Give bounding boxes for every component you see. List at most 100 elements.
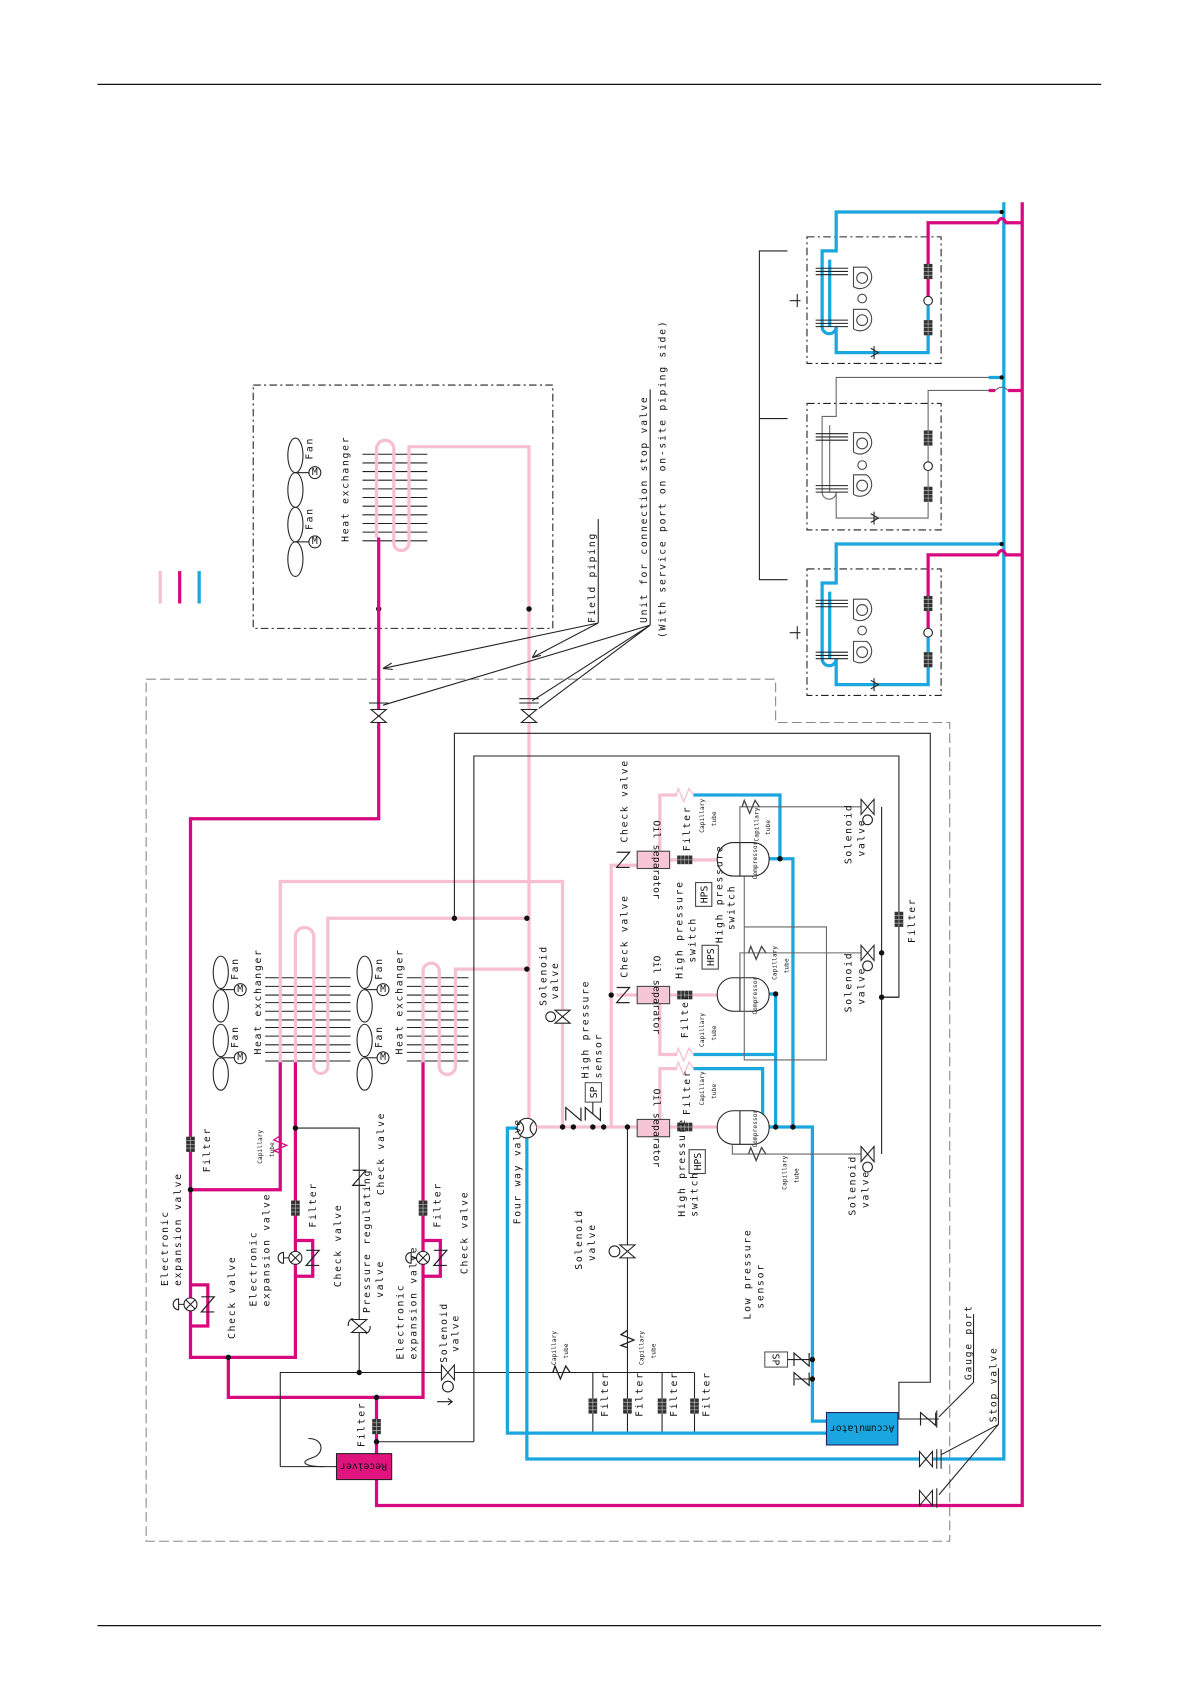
expansion-valve-icon[interactable]	[923, 295, 933, 306]
pipe-magenta	[926, 216, 1022, 299]
filter-icon	[689, 1398, 700, 1414]
capillary-tube-label: Capillary	[257, 1129, 264, 1163]
low-pressure-sensor-label: SP	[769, 1354, 780, 1366]
capillary-tube-label: Capillary	[699, 798, 706, 832]
compressor-label: Compressor	[752, 1109, 759, 1147]
compressor	[716, 842, 770, 877]
solenoid-valve-icon[interactable]	[860, 798, 875, 815]
capillary-tube-label: Capillary	[699, 1013, 706, 1047]
high-pressure-switch	[695, 882, 713, 907]
fan-icon: M	[212, 955, 247, 1023]
fan-icon: M	[356, 955, 390, 1023]
solenoid-valve-icon[interactable]	[619, 1244, 636, 1259]
capillary-tube-label: Capillary	[639, 1331, 646, 1365]
capillary-tube-label: Capillary	[551, 1331, 558, 1365]
pipe-magenta	[926, 548, 1022, 631]
filter-icon	[923, 430, 933, 446]
solenoid-valve-label: valve	[856, 967, 867, 1005]
check-valve-label: Check valve	[333, 1204, 344, 1287]
filter-icon	[923, 319, 933, 336]
low-pressure-sensor-label: sensor	[756, 1263, 767, 1309]
solenoid-valve-label: Solenoid	[843, 804, 854, 865]
low-pressure-sensor-label: Low pressure	[743, 1229, 754, 1320]
compressor	[716, 977, 770, 1012]
electronic-expansion-valve-icon[interactable]	[172, 1297, 198, 1312]
oil-separator-label: Oil separator	[650, 956, 661, 1035]
pipe-cyan	[820, 542, 1002, 687]
filter-label: Filter	[202, 1127, 213, 1173]
solenoid-valve-label: Solenoid	[843, 952, 854, 1013]
filter-label: Filter	[432, 1182, 443, 1228]
compressor	[716, 1110, 770, 1145]
oil-separator	[636, 1118, 671, 1138]
fan-label: Fan	[230, 1025, 241, 1048]
fan-label: Fan	[305, 437, 316, 460]
expansion-valve-icon[interactable]	[923, 461, 933, 472]
hps-label: HPS	[699, 886, 710, 904]
filter-icon	[923, 651, 933, 668]
gauge-port-label: Gauge port	[963, 1304, 974, 1380]
solenoid-valve-icon[interactable]	[440, 1364, 455, 1381]
pressure-regulating-valve-icon[interactable]	[351, 1318, 368, 1334]
motor-icon	[857, 460, 868, 470]
solenoid-valve-icon[interactable]	[554, 1009, 571, 1024]
check-valve-label: Check valve	[459, 1191, 470, 1274]
filter-icon	[923, 595, 933, 612]
motor-icon	[857, 625, 868, 636]
pipe-light-pink	[293, 916, 527, 1076]
pipe-light-pink	[278, 879, 565, 1127]
filter-icon	[418, 1200, 428, 1217]
accumulator-label: Accumulator	[830, 1423, 895, 1434]
pressure-regulating-valve-label: valve	[375, 1260, 386, 1298]
pipe-light-pink	[374, 438, 531, 1119]
compressor-label: Compressor	[752, 976, 759, 1014]
oil-separator-label: Oil separator	[650, 820, 661, 899]
blower-icon	[852, 266, 873, 290]
high-pressure-switch-label: switch	[690, 1171, 701, 1217]
capillary-tube-label: tube	[711, 811, 718, 826]
oil-separator-label: Oil separator	[650, 1089, 661, 1168]
motor-symbol: M	[312, 536, 318, 547]
leader-lines	[382, 389, 999, 1496]
capillary-tube-label: tube	[711, 1025, 718, 1040]
filter-label: Filter	[357, 1402, 368, 1448]
filter-label: Filter	[635, 1371, 646, 1417]
stop-valve-icon[interactable]	[918, 1450, 933, 1468]
eev-label: Electronic	[248, 1231, 259, 1307]
blower-icon	[852, 308, 873, 332]
pipe-magenta	[190, 1062, 282, 1192]
hps-label: HPS	[693, 1153, 704, 1171]
solenoid-valve-icon[interactable]	[860, 944, 875, 961]
filter-icon	[185, 1136, 196, 1153]
blower-icon	[852, 598, 873, 622]
eev-label: Electronic	[160, 1210, 171, 1286]
stop-valve-icon[interactable]	[520, 708, 538, 724]
capillary-tube-label: Capillary	[699, 1071, 706, 1105]
solenoid-valve-icon[interactable]	[860, 1145, 875, 1163]
solenoid-valve-label: valve	[861, 1170, 872, 1208]
capillary-tube-icon	[675, 787, 695, 803]
stop-valve-unit-label: Unit for connection stop valve	[639, 396, 650, 623]
high-pressure-switch-label: High pressure	[677, 1118, 688, 1217]
high-pressure-switch	[688, 1149, 706, 1175]
stop-valve-icon[interactable]	[370, 708, 387, 724]
check-valve-label: Check valve	[227, 1256, 238, 1339]
electronic-expansion-valve-icon[interactable]	[277, 1250, 303, 1265]
motor-icon	[376, 983, 390, 997]
indoor-units-bracket	[758, 250, 788, 581]
high-pressure-sensor-label: sensor	[593, 1033, 604, 1079]
compressor-label: Compressor	[752, 841, 759, 879]
stop-valve-icon[interactable]	[918, 1489, 933, 1507]
expansion-valve-icon[interactable]	[923, 627, 933, 638]
filter-label: Filter	[308, 1182, 319, 1228]
outdoor-unit-boundary	[145, 678, 951, 1542]
pipe-cyan	[693, 1066, 765, 1127]
check-valve-label: Check valve	[376, 1112, 387, 1195]
indoor-unit-2	[806, 375, 1022, 531]
stop-valve-label: Stop valve	[988, 1346, 999, 1422]
pipe-light-pink	[658, 793, 678, 1120]
solenoid-valve-label: Solenoid	[538, 945, 549, 1006]
solenoid-valve-label: Solenoid	[848, 1155, 859, 1216]
solenoid-valve-label: valve	[550, 961, 561, 999]
oil-separator	[636, 985, 671, 1005]
